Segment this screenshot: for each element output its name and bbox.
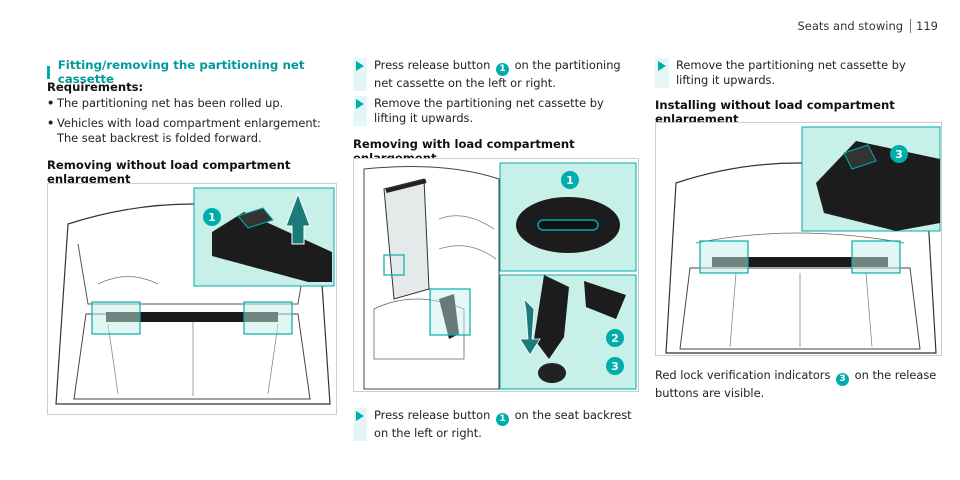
callout-number: 3	[836, 373, 850, 386]
callout-number: 1	[495, 413, 509, 426]
illustration-backrest-release: 1 2 3	[353, 158, 639, 392]
callout-3: 3	[890, 145, 908, 163]
instruction-step: Remove the partitioning net cassette by …	[655, 58, 940, 88]
callout-2: 2	[606, 329, 624, 347]
instruction-step: Press release button 1 on the seat backr…	[353, 408, 633, 441]
step-arrow-icon	[356, 61, 364, 71]
section-title: Fitting/removing the partitioning net ca…	[47, 58, 339, 86]
section-title-bar	[47, 65, 50, 79]
header-separator	[910, 19, 912, 33]
note-text: Red lock verification indicators 3 on th…	[655, 368, 937, 400]
section-title-text: Fitting/removing the partitioning net ca…	[57, 58, 305, 86]
instruction-step: Remove the partitioning net cassette by …	[353, 96, 633, 126]
illustration-svg	[656, 123, 941, 355]
section-name: Seats and stowing	[797, 19, 904, 33]
subsection-heading: Removing without load compartment enlarg…	[47, 158, 291, 186]
requirement-item: • Vehicles with load compartment enlarge…	[47, 116, 321, 145]
illustration-installation: 3	[655, 122, 942, 356]
illustration-cassette-removal: 1	[47, 183, 337, 415]
requirements-heading: Requirements:	[47, 80, 144, 94]
page-header: Seats and stowing 119	[797, 19, 938, 33]
page-number: 119	[916, 19, 938, 33]
illustration-svg	[354, 159, 638, 391]
step-arrow-icon	[356, 99, 364, 109]
callout-1: 1	[561, 171, 579, 189]
callout-3: 3	[606, 357, 624, 375]
callout-number: 1	[495, 63, 509, 76]
step-arrow-icon	[356, 411, 364, 421]
step-arrow-icon	[658, 61, 666, 71]
requirement-item: • The partitioning net has been rolled u…	[47, 96, 284, 110]
instruction-step: Press release button 1 on the partitioni…	[353, 58, 633, 91]
callout-1: 1	[203, 208, 221, 226]
illustration-svg	[48, 184, 336, 414]
